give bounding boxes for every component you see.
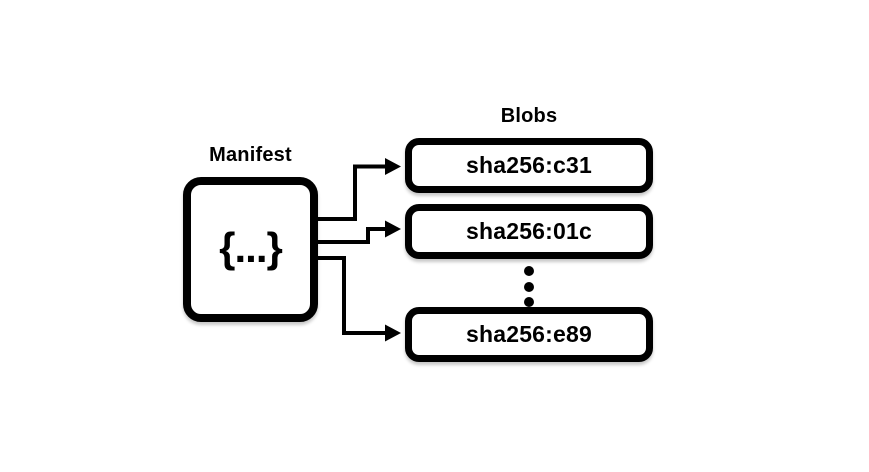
ellipsis-dot <box>524 281 534 292</box>
arrow-manifest-to-blob-3 <box>316 256 386 335</box>
manifest-box: {...} <box>183 177 318 322</box>
arrow-manifest-to-blob-1 <box>316 164 386 221</box>
blob-digest-label: sha256:c31 <box>465 152 593 178</box>
blob-digest-label: sha256:e89 <box>465 321 593 347</box>
ellipsis-dot <box>524 266 534 276</box>
arrowhead-icon <box>385 324 401 342</box>
arrowhead-icon <box>385 158 401 175</box>
ellipsis-dot <box>524 297 534 307</box>
arrow-manifest-to-blob-2 <box>316 227 386 244</box>
blob-box-sha256-01c: sha256:01c <box>405 204 653 259</box>
manifest-label: Manifest <box>209 144 292 166</box>
manifest-json-glyph: {...} <box>219 223 283 271</box>
blob-box-sha256-e89: sha256:e89 <box>405 307 653 362</box>
arrowhead-icon <box>385 220 401 238</box>
blob-digest-label: sha256:01c <box>465 218 593 244</box>
blob-box-sha256-c31: sha256:c31 <box>405 138 653 193</box>
vertical-ellipsis-icon <box>524 266 534 307</box>
blobs-title: Blobs <box>500 105 558 127</box>
